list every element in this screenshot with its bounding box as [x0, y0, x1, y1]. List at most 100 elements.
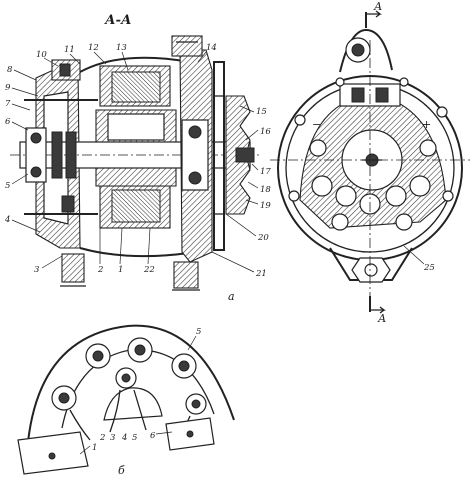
diode-core [191, 399, 201, 409]
diode [395, 213, 413, 231]
callout: 6 [150, 431, 156, 441]
leader [155, 431, 173, 435]
callout: 21 [255, 269, 267, 279]
stator-winding-upper [111, 71, 161, 103]
bearing-ball [188, 171, 202, 185]
diode [311, 175, 333, 197]
slip-ring-2 [65, 131, 77, 179]
polarity-plus: + [422, 118, 431, 131]
field-winding [107, 113, 165, 141]
diode-core [121, 373, 131, 383]
callout: 15 [256, 107, 267, 117]
callout: 5 [132, 433, 137, 443]
callout: 16 [260, 127, 271, 137]
section-title: А-А [104, 13, 132, 28]
callout: 11 [64, 45, 75, 55]
leader [197, 51, 207, 63]
screw [442, 190, 454, 202]
terminal-minus [309, 139, 327, 157]
mount-lug-bottom-left [61, 253, 85, 283]
rear-bearing [25, 127, 47, 183]
callout: 7 [5, 99, 11, 109]
section-view: А-А [4, 13, 271, 303]
cut-arrow-bottom [370, 306, 386, 314]
callout: 5 [5, 181, 10, 191]
leader [121, 51, 129, 71]
callout: 14 [206, 43, 217, 53]
callout: 12 [88, 43, 99, 53]
leader [147, 227, 151, 265]
terminal-post [351, 87, 365, 103]
screw [288, 190, 300, 202]
tab-hole [186, 430, 194, 438]
callout: 1 [92, 443, 97, 453]
mount-lug-top [171, 35, 203, 57]
tab-hole [48, 452, 56, 460]
callout: 1 [118, 265, 123, 275]
callout: 19 [260, 201, 271, 211]
callout: 6 [5, 117, 11, 127]
leader [79, 445, 91, 455]
callout: 3 [34, 265, 39, 275]
leader [225, 213, 257, 237]
pulley-nut [235, 147, 255, 163]
diode [409, 175, 431, 197]
diode-core [178, 360, 190, 372]
callout: 17 [260, 167, 271, 177]
callout: 5 [196, 327, 201, 337]
diode-core [58, 392, 70, 404]
screw [294, 114, 306, 126]
brush [59, 63, 71, 77]
callout: 2 [97, 265, 103, 275]
leader [41, 255, 63, 269]
terminal-post [375, 87, 389, 103]
fan [213, 61, 225, 251]
callout: 18 [260, 185, 271, 195]
leader [69, 53, 81, 65]
rectifier-view: 1 2 3 4 5 6 5 б [17, 324, 235, 477]
diode [331, 213, 349, 231]
lead-wire [69, 409, 91, 441]
peripheral-screws [288, 77, 454, 202]
leader [211, 251, 255, 273]
callout: 22 [143, 265, 155, 275]
leader [11, 173, 29, 185]
leader [187, 335, 197, 351]
mount-lug-bottom-right [173, 261, 199, 289]
callout: 3 [110, 433, 115, 443]
callout: 4 [121, 433, 127, 443]
diodes [311, 175, 431, 231]
section-marker-bottom: А [377, 312, 386, 325]
leader [11, 121, 29, 131]
view-label-b: б [118, 464, 125, 477]
rectifier-arc [27, 324, 235, 443]
section-marker-top: А [373, 0, 382, 13]
diode [385, 185, 407, 207]
lead-wire [133, 389, 147, 431]
lead-wire [109, 389, 121, 433]
diode-core [134, 344, 146, 356]
diode-core [92, 350, 104, 362]
bearing-ball [30, 132, 42, 144]
callout: 4 [4, 215, 10, 225]
bearing-ball [30, 166, 42, 178]
leader [239, 105, 255, 113]
callout: 20 [257, 233, 269, 243]
diode [335, 185, 357, 207]
lug-hole-bottom [364, 263, 378, 277]
terminal-screw [61, 195, 75, 213]
screw [335, 77, 345, 87]
view-label-a: а [228, 290, 235, 303]
cut-arrow-top [366, 10, 382, 18]
rectifier-cutout [103, 387, 163, 421]
end-view: А − + [270, 0, 470, 325]
leader [251, 163, 259, 171]
leader [11, 87, 39, 97]
stator-winding-lower [111, 189, 161, 223]
callout: 10 [36, 50, 47, 60]
polarity-minus: − [312, 118, 321, 131]
leader [245, 129, 259, 141]
leader [11, 103, 31, 111]
leader [245, 199, 259, 205]
screw [399, 77, 409, 87]
